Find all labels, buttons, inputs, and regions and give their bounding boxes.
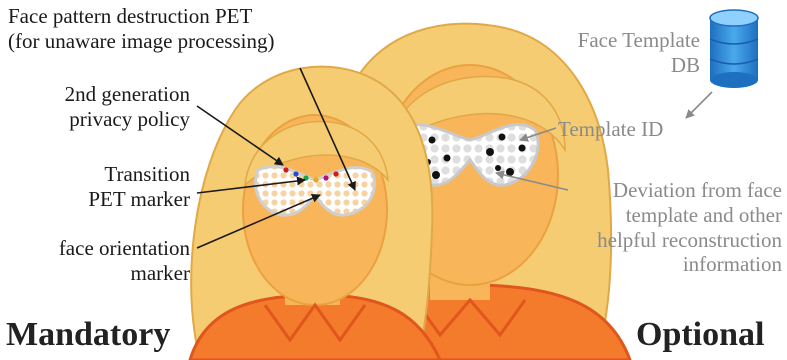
label-deviation-line3: helpful reconstruction <box>560 228 782 253</box>
label-face-pattern-pet-line2: (for unaware image processing) <box>8 29 274 54</box>
label-face-template-db-line1: Face Template <box>530 28 700 53</box>
label-optional: Optional <box>636 318 764 352</box>
label-template-id-text: Template ID <box>558 117 663 142</box>
label-deviation-line2: template and other <box>560 203 782 228</box>
label-face-orientation: face orientation marker <box>20 236 190 286</box>
label-deviation: Deviation from face template and other h… <box>560 178 782 277</box>
label-face-pattern-pet-line1: Face pattern destruction PET <box>8 4 274 29</box>
arrow-db-to-template <box>686 92 712 118</box>
label-face-orientation-line2: marker <box>20 261 190 286</box>
label-privacy-policy-line1: 2nd generation <box>20 82 190 107</box>
label-template-id: Template ID <box>558 117 663 142</box>
label-privacy-policy: 2nd generation privacy policy <box>20 82 190 132</box>
label-transition-pet-line1: Transition <box>20 162 190 187</box>
label-face-template-db: Face Template DB <box>530 28 700 78</box>
label-deviation-line4: information <box>560 252 782 277</box>
label-transition-pet-line2: PET marker <box>20 187 190 212</box>
database-icon <box>710 10 758 88</box>
label-face-pattern-pet: Face pattern destruction PET (for unawar… <box>8 4 274 54</box>
label-mandatory: Mandatory <box>6 318 170 352</box>
person-mandatory <box>190 67 440 360</box>
label-privacy-policy-line2: privacy policy <box>20 107 190 132</box>
label-transition-pet: Transition PET marker <box>20 162 190 212</box>
label-deviation-line1: Deviation from face <box>560 178 782 203</box>
label-face-template-db-line2: DB <box>530 53 700 78</box>
label-face-orientation-line1: face orientation <box>20 236 190 261</box>
